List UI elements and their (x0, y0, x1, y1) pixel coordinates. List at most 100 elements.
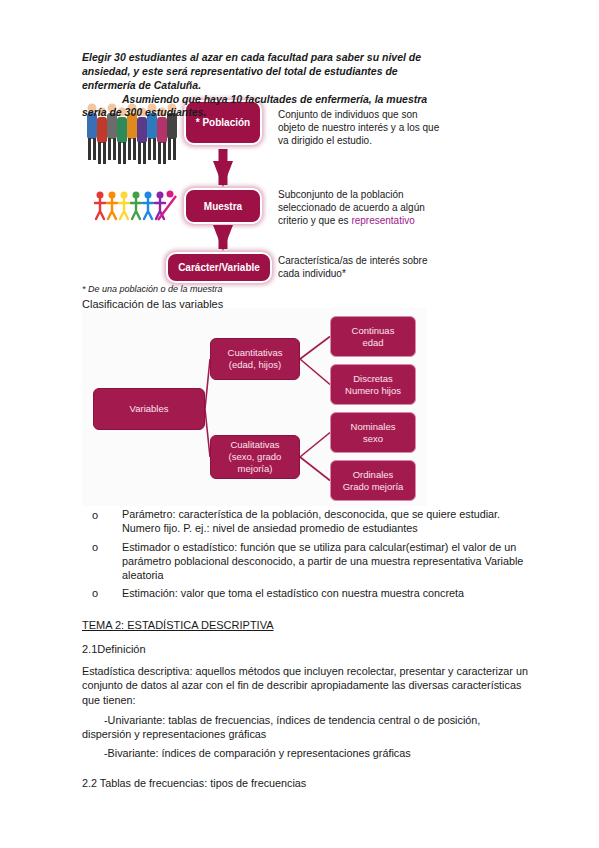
person-leg (88, 138, 91, 160)
stick-head (97, 192, 104, 199)
body-text: Clasificación de las variables (82, 298, 223, 310)
stick-figure (95, 199, 105, 219)
person-leg (148, 138, 151, 160)
body-text: 2.1Definición (82, 643, 146, 655)
flow-arrow (219, 149, 228, 185)
tree-branch (300, 457, 330, 481)
body-text: Estimador o estadístico: función que se … (122, 541, 523, 582)
stick-head (133, 192, 140, 199)
box-title: Continuas (352, 325, 395, 337)
box-title: Cualitativas (230, 439, 279, 451)
class-box: Cuantitativas(edad, hijos) (210, 338, 300, 380)
person-leg (128, 138, 131, 160)
stick-figure (107, 199, 117, 219)
stick-head (145, 192, 152, 199)
person-leg (163, 142, 166, 164)
box-title: Carácter/Variable (178, 262, 260, 273)
category-box: DiscretasNumero hijos (330, 364, 416, 405)
stick-figure (131, 199, 141, 219)
concept-box: Carácter/Variable (166, 252, 272, 283)
person-leg (98, 142, 101, 164)
person-body (157, 117, 167, 143)
text-block: Parámetro: característica de la població… (122, 507, 532, 536)
body-text: -Univariante: tablas de frecuencias, índ… (82, 714, 480, 740)
class-box: Variables (93, 388, 205, 430)
box-title: Variables (130, 403, 169, 415)
stick-figure (143, 199, 153, 219)
concept-box: Muestra (184, 188, 262, 224)
text-block: -Bivariante: índices de comparación y re… (82, 746, 530, 760)
class-box: Cualitativas(sexo, grado mejoría) (210, 435, 300, 479)
text-block: 2.1Definición (82, 642, 382, 657)
body-text: * De una población o de la muestra (82, 284, 223, 294)
category-box: Nominalessexo (330, 412, 416, 453)
text-block: Característica/as de interés sobre cada … (278, 254, 446, 280)
text-block: Conjunto de individuos que son objeto de… (278, 108, 446, 148)
person-leg (93, 138, 96, 160)
sample-illustration (95, 191, 176, 221)
text-block: Elegir 30 estudiantes al azar en cada fa… (82, 51, 430, 93)
flow-arrow (219, 228, 228, 249)
person-leg (173, 138, 176, 160)
person-body (137, 117, 147, 143)
text-block: o (92, 508, 104, 523)
body-text: Característica/as de interés sobre cada … (278, 255, 428, 279)
person-leg (133, 138, 136, 160)
body-text: -Bivariante: índices de comparación y re… (104, 747, 411, 759)
stick-figure (158, 196, 176, 220)
text-block: Clasificación de las variables (82, 297, 382, 312)
box-example: (sexo, grado mejoría) (217, 451, 293, 475)
person-leg (108, 138, 111, 160)
category-box: Continuasedad (330, 316, 416, 357)
body-text: 2.2 Tablas de frecuencias: tipos de frec… (82, 777, 306, 789)
box-title: Ordinales (353, 469, 394, 481)
person-leg (113, 138, 116, 160)
stick-head (157, 192, 164, 199)
box-example: Grado mejoría (343, 481, 404, 493)
person-leg (103, 142, 106, 164)
tree-branch (300, 359, 330, 385)
person-body (97, 117, 107, 143)
person-leg (158, 142, 161, 164)
body-text: Conjunto de individuos que son objeto de… (278, 109, 439, 146)
text-block: TEMA 2: ESTADÍSTICA DESCRIPTIVA (82, 618, 482, 633)
person-leg (143, 142, 146, 164)
body-text: Parámetro: característica de la població… (122, 508, 500, 534)
body-text: Elegir 30 estudiantes al azar en cada fa… (82, 51, 421, 91)
body-text: Estimación: valor que toma el estadístic… (122, 587, 464, 599)
box-title: Muestra (204, 201, 242, 212)
word-gap (349, 215, 352, 226)
text-block: * De una población o de la muestra (82, 284, 382, 296)
text-block: 2.2 Tablas de frecuencias: tipos de frec… (82, 776, 530, 790)
text-block: o (92, 540, 104, 555)
tree-branch (300, 337, 330, 360)
text-block: o (92, 586, 104, 601)
stick-figure (119, 199, 129, 219)
stick-head (109, 192, 116, 199)
text-block: -Univariante: tablas de frecuencias, índ… (82, 713, 530, 742)
person-leg (138, 142, 141, 164)
box-title: Discretas (353, 373, 393, 385)
text-block: Estimación: valor que toma el estadístic… (122, 586, 532, 600)
box-example: Numero hijos (345, 385, 401, 397)
box-example: sexo (363, 433, 383, 445)
person-body (117, 117, 127, 143)
text-block: Estimador o estadístico: función que se … (122, 540, 532, 583)
stick-head (167, 191, 174, 198)
box-title: Cuantitativas (228, 347, 283, 359)
stick-head (121, 192, 128, 199)
person-leg (168, 138, 171, 160)
person-leg (123, 142, 126, 164)
bullet-mark: o (92, 509, 98, 521)
text-block: Estadística descriptiva: aquellos método… (82, 664, 530, 707)
person-leg (153, 138, 156, 160)
text-block: Subconjunto de la población seleccionado… (278, 188, 446, 228)
box-title: * Población (196, 117, 250, 128)
body-text: Estadística descriptiva: aquellos método… (82, 665, 528, 706)
category-box: OrdinalesGrado mejoría (330, 460, 416, 501)
tree-branch (300, 433, 330, 458)
bullet-mark: o (92, 541, 98, 553)
tree-ground (82, 308, 427, 506)
highlight-word: representativo (351, 215, 414, 226)
